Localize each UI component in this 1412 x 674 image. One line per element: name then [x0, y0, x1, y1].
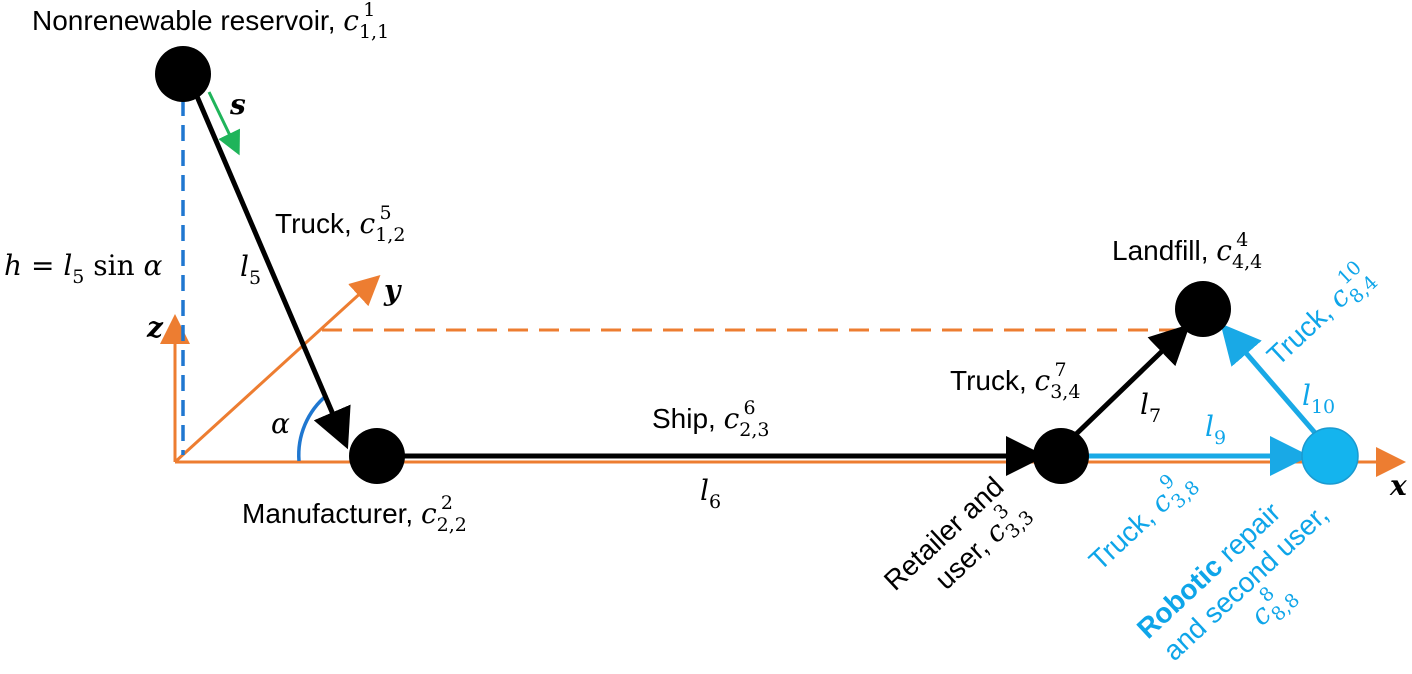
direction-s-label: s [229, 88, 246, 121]
alpha-label: α [271, 407, 290, 440]
y-axis [173, 274, 381, 464]
l6-label: l6 [700, 474, 721, 513]
manufacturer-label: Manufacturer, c2,22 [242, 492, 467, 536]
y-axis-label: y [383, 274, 402, 307]
l10-label: l10 [1302, 379, 1335, 418]
node-reservoir [155, 46, 211, 102]
truck-12-label: Truck, c1,25 [275, 202, 405, 246]
x-axis-label: x [1389, 469, 1407, 502]
node-retailer [1033, 428, 1089, 484]
retailer-label: Retailer and user, c3,33 [878, 471, 1039, 597]
z-axis-label: z [146, 311, 164, 344]
node-landfill [1175, 281, 1231, 337]
ship-23-label: Ship, c2,36 [652, 397, 770, 441]
node-manufacturer [349, 428, 405, 484]
edge-truck-84 [1220, 323, 1318, 436]
height-equation: h = l5 sin α [4, 249, 163, 288]
alpha-arc [297, 393, 329, 462]
l9-label: l9 [1205, 410, 1226, 449]
l5-label: l5 [240, 250, 261, 289]
l7-label: l7 [1140, 388, 1161, 427]
truck-38-label: Truck, c3,89 [1079, 460, 1204, 581]
truck-34-label: Truck, c3,47 [950, 359, 1080, 403]
direction-s-arrow [207, 91, 240, 156]
reservoir-label: Nonrenewable reservoir, c1,11 [32, 0, 389, 43]
truck-84-label: Truck, c8,410 [1257, 255, 1382, 376]
edge-truck-12 [187, 79, 351, 450]
edge-truck-34 [1068, 324, 1191, 442]
node-robotic [1301, 427, 1359, 485]
landfill-label: Landfill, c4,44 [1112, 229, 1262, 273]
